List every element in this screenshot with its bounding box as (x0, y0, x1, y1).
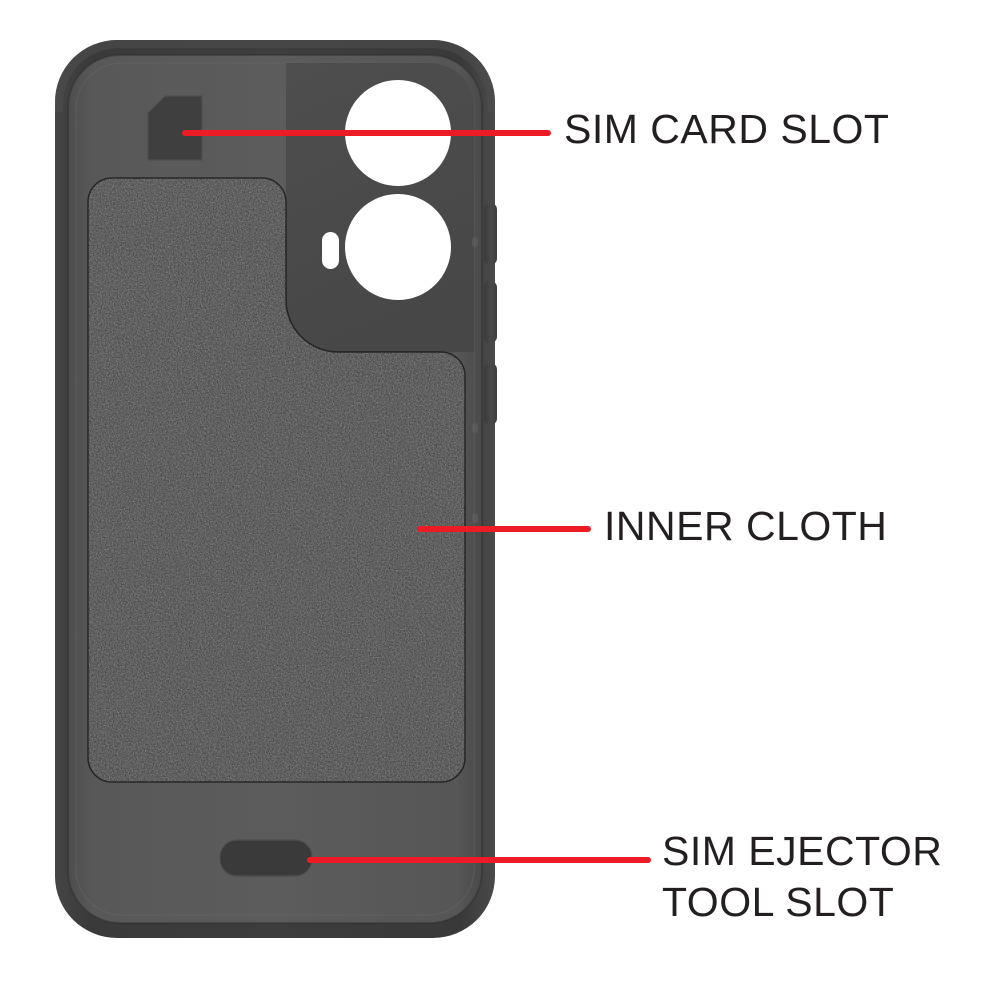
side-button-volume-up (484, 203, 497, 265)
callout-label-sim-ejector-line1: SIM EJECTOR (662, 828, 943, 874)
sim-card-slot-cutout (147, 95, 203, 161)
side-button-power (484, 363, 497, 425)
callout-label-sim-ejector-tool-slot: SIM EJECTOR TOOL SLOT (662, 828, 943, 926)
callout-leader-lines (182, 130, 651, 863)
camera-cutout-bottom (345, 194, 451, 300)
side-button-reliefs (472, 203, 497, 523)
flash-cutout (322, 232, 339, 269)
callout-label-sim-card-slot: SIM CARD SLOT (564, 106, 890, 152)
callout-label-sim-ejector-line2: TOOL SLOT (662, 879, 895, 926)
sim-ejector-tool-slot-cutout (219, 839, 313, 877)
side-button-volume-down (484, 281, 497, 343)
callout-label-inner-cloth: INNER CLOTH (604, 503, 888, 549)
